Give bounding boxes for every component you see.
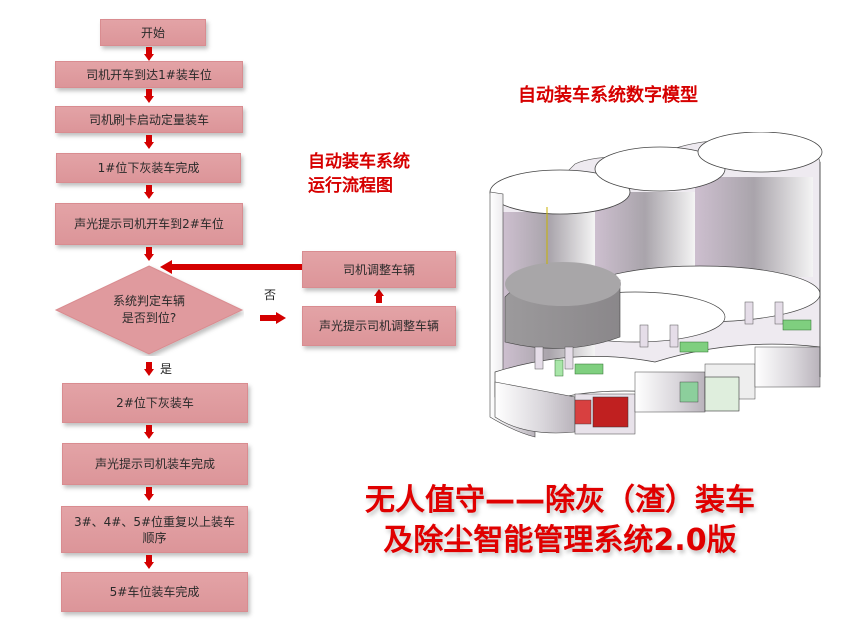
diamond-shape <box>54 265 244 355</box>
step-prompt-move-2-label: 声光提示司机开车到2#车位 <box>74 217 224 231</box>
flowchart-title-line-2: 运行流程图 <box>308 176 393 196</box>
step-swipe-card-label: 司机刷卡启动定量装车 <box>88 112 209 127</box>
main-title-line-1: 无人值守——除灰（渣）装车 <box>365 483 755 518</box>
step-driver-adjust: 司机调整车辆 <box>302 251 456 288</box>
step-load-1-complete-label: 1#位下灰装车完成 <box>97 161 200 175</box>
yes-label: 是 <box>160 362 173 376</box>
arrow-left-icon <box>160 260 302 274</box>
step-load-1-complete: 1#位下灰装车完成 <box>56 153 241 183</box>
decision-diamond: 系统判定车辆 是否到位? <box>54 264 244 356</box>
step-load-5-complete: 5#车位装车完成 <box>61 572 248 612</box>
arrow-right-icon <box>260 312 286 324</box>
silo-model-image <box>489 132 823 438</box>
step-prompt-adjust: 声光提示司机调整车辆 <box>302 306 456 346</box>
step-arrive-1-label: 司机开车到达1#装车位 <box>86 67 212 82</box>
flowchart-title: 自动装车系统 运行流程图 <box>308 150 410 198</box>
model-title: 自动装车系统数字模型 <box>518 85 698 106</box>
decision-line-1: 系统判定车辆 <box>112 294 185 308</box>
step-repeat-line-2: 顺序 <box>142 530 167 545</box>
step-repeat-3-4-5: 3#、4#、5#位重复以上装车 顺序 <box>61 506 248 553</box>
arrow-up-icon <box>374 289 384 303</box>
step-prompt-adjust-label: 声光提示司机调整车辆 <box>318 319 439 333</box>
arrow-down-icon <box>144 47 154 61</box>
arrow-down-icon <box>144 185 154 199</box>
step-repeat-line-1: 3#、4#、5#位重复以上装车 <box>73 514 236 529</box>
arrow-down-icon <box>144 135 154 149</box>
step-load-5-complete-label: 5#车位装车完成 <box>109 585 200 599</box>
step-prompt-move-2: 声光提示司机开车到2#车位 <box>55 203 243 245</box>
step-swipe-card: 司机刷卡启动定量装车 <box>55 106 243 133</box>
arrow-down-icon <box>144 89 154 103</box>
arrow-down-icon <box>144 425 154 439</box>
arrow-down-icon <box>144 247 154 261</box>
step-driver-adjust-label: 司机调整车辆 <box>342 262 415 277</box>
step-load-2: 2#位下灰装车 <box>62 383 248 423</box>
flowchart-title-line-1: 自动装车系统 <box>308 152 410 172</box>
decision-line-2: 是否到位? <box>121 311 177 325</box>
step-prompt-complete: 声光提示司机装车完成 <box>62 443 248 485</box>
step-load-2-label: 2#位下灰装车 <box>116 396 194 410</box>
arrow-down-icon <box>144 362 154 376</box>
no-label: 否 <box>264 288 277 302</box>
arrow-down-icon <box>144 487 154 501</box>
step-prompt-complete-label: 声光提示司机装车完成 <box>94 457 215 471</box>
arrow-down-icon <box>144 555 154 569</box>
step-start: 开始 <box>100 19 206 46</box>
main-title-line-2: 及除尘智能管理系统2.0版 <box>383 523 737 558</box>
step-start-label: 开始 <box>140 25 165 40</box>
step-arrive-1: 司机开车到达1#装车位 <box>55 61 243 88</box>
